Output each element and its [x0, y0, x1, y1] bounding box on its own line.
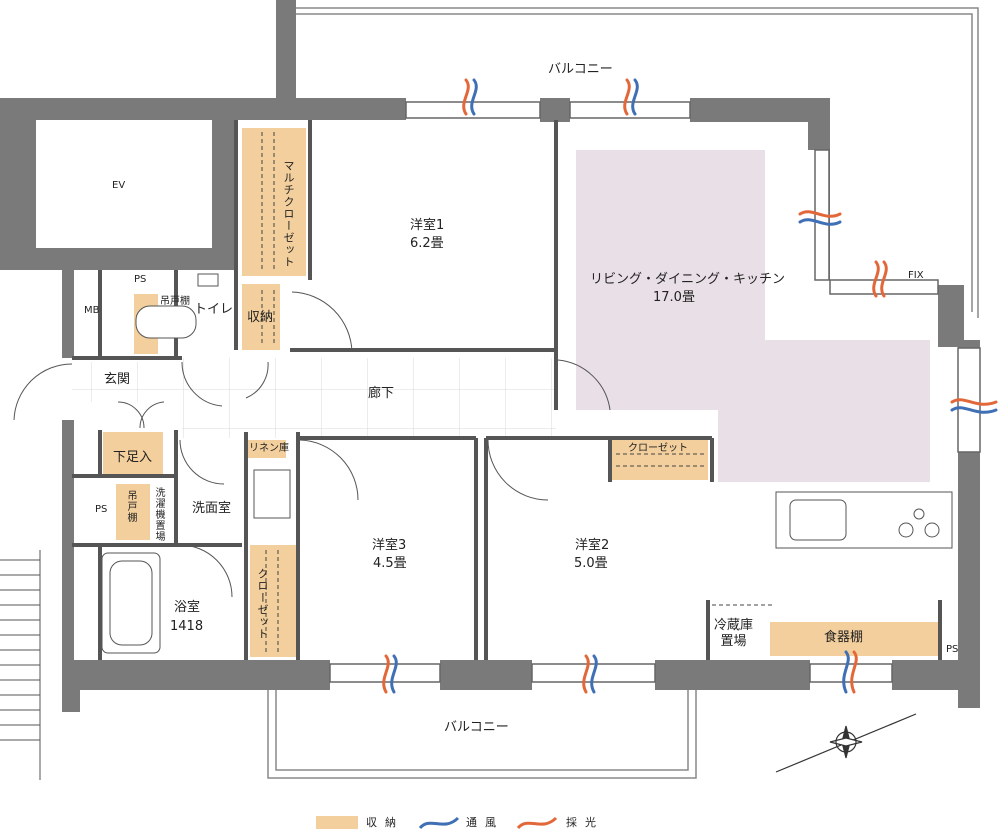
fixtures [101, 273, 953, 654]
compass-icon [775, 713, 917, 773]
legend-storage-swatch [316, 816, 358, 829]
room1-size: 6.2畳 [410, 236, 444, 251]
ldk-floor [576, 150, 930, 482]
balcony-outline [267, 7, 979, 779]
hallway-floor [182, 358, 556, 438]
ldk-name: リビング・ダイニング・キッチン [590, 272, 786, 287]
bath-size-label: 1418 [170, 619, 204, 634]
ldk-size: 17.0畳 [653, 290, 695, 305]
hallway-label: 廊下 [368, 386, 395, 401]
shoe-box-label: 下足入 [113, 450, 153, 465]
multi-closet-label: マルチクローゼット [282, 160, 295, 268]
legend-light-text: 採光 [566, 816, 604, 829]
bath-name-label: 浴室 [174, 600, 201, 615]
closet-room3-label: クローゼット [256, 568, 269, 640]
room1-name: 洋室1 [410, 218, 445, 233]
storage-label: 収納 [247, 310, 274, 325]
linen-label: リネン庫 [249, 443, 289, 454]
ev-label: EV [112, 180, 126, 191]
entrance-floor [72, 362, 182, 402]
toilet-hanging-shelf-label: 吊戸棚 [160, 296, 190, 307]
legend-storage-text: 収納 [366, 816, 404, 829]
fridge-space-label: 冷蔵庫 置場 [714, 618, 754, 649]
washroom-label: 洗面室 [192, 501, 232, 516]
room2-size: 5.0畳 [574, 556, 608, 571]
ps-left-label: PS [95, 504, 108, 515]
room3-name: 洋室3 [372, 538, 407, 553]
wash-hanging-shelf-label: 吊戸棚 [125, 490, 136, 523]
room2-name: 洋室2 [575, 538, 610, 553]
legend-wind-text: 通風 [466, 816, 504, 829]
legend-light-icon [516, 816, 558, 830]
room3-size: 4.5畳 [373, 556, 407, 571]
interior-walls [72, 120, 942, 660]
balcony-bottom-label: バルコニー [444, 720, 509, 735]
balcony-top-label: バルコニー [548, 62, 613, 77]
ps-top-label: PS [134, 274, 147, 285]
mb-label: MB [84, 305, 100, 316]
wind-light-indicators [382, 78, 998, 694]
toilet-label: トイレ [194, 302, 234, 317]
washer-space-label: 洗濯機置場 [153, 487, 164, 542]
door-swings [13, 291, 611, 598]
fix-label: FIX [908, 270, 924, 281]
legend-wind-icon [418, 816, 460, 830]
entrance-label: 玄関 [104, 372, 131, 387]
cupboard-label: 食器棚 [824, 630, 864, 645]
ps-right-label: PS [946, 644, 959, 655]
closet-room2-label: クローゼット [628, 443, 688, 454]
stairs [0, 550, 41, 780]
